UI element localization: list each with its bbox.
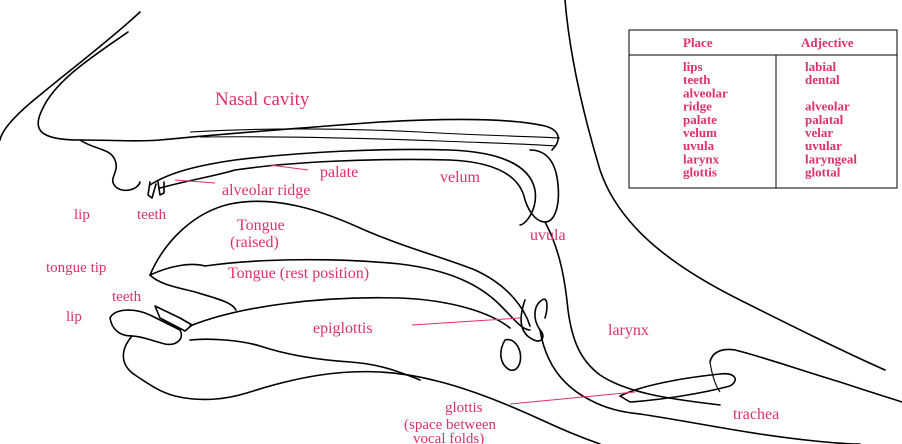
table-cell-adjective: dental — [805, 72, 840, 87]
label-teeth-upper: teeth — [137, 207, 167, 223]
label-nasal-cavity: Nasal cavity — [215, 89, 310, 110]
larynx-front-wall — [540, 330, 640, 414]
trachea-upper-wall — [710, 350, 902, 403]
label-uvula: uvula — [530, 227, 566, 244]
chin-outline — [123, 336, 600, 444]
palate-lower-outline — [160, 150, 558, 222]
label-palate: palate — [320, 164, 358, 181]
table-header-adjective: Adjective — [801, 35, 854, 50]
label-tongue-raised-2: (raised) — [230, 234, 279, 251]
nasal-floor-line-2 — [200, 137, 555, 146]
lower-lip-outline — [110, 310, 181, 344]
label-velum: velum — [440, 169, 481, 186]
label-glottis-3: vocal folds) — [413, 431, 484, 444]
label-lip-lower: lip — [66, 309, 82, 325]
label-tongue-raised: Tongue — [237, 217, 285, 234]
label-alveolar-ridge: alveolar ridge — [222, 182, 310, 199]
jaw-inner-outline — [190, 339, 420, 380]
epiglottis-outline — [521, 299, 547, 341]
label-larynx: larynx — [608, 322, 649, 339]
table-cell-place: glottis — [683, 165, 717, 180]
label-teeth-lower: teeth — [112, 289, 142, 305]
larynx-fold — [501, 340, 521, 371]
tongue-tip-curve — [150, 275, 236, 310]
upper-lip-outline — [80, 140, 140, 190]
table-cell-adjective: glottal — [805, 165, 841, 180]
label-tongue-rest: Tongue (rest position) — [228, 265, 369, 282]
upper-teeth — [148, 182, 164, 198]
label-tongue-tip: tongue tip — [46, 260, 106, 276]
label-epiglottis: epiglottis — [313, 320, 373, 337]
glottis-leader — [510, 392, 635, 404]
nose-outline — [0, 12, 140, 140]
palate-leader — [270, 165, 308, 170]
label-glottis: glottis — [445, 400, 483, 416]
label-trachea: trachea — [733, 406, 779, 423]
table-header-place: Place — [683, 35, 713, 50]
trachea-ring — [710, 362, 720, 392]
tongue-raised-outline — [150, 201, 530, 326]
label-lip-upper: lip — [74, 207, 90, 223]
